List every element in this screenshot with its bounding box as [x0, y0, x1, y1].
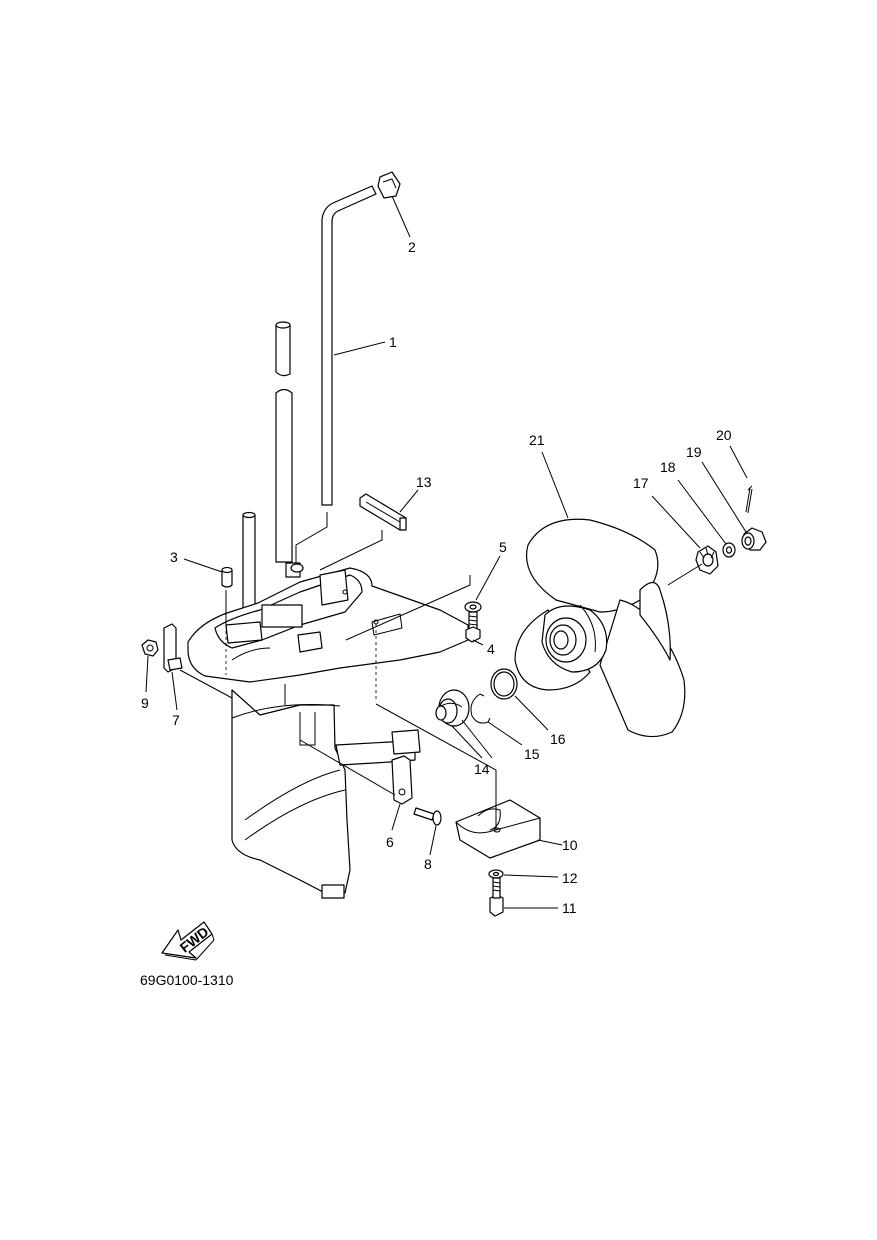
callout-19: 19 [686, 444, 702, 460]
callout-8: 8 [424, 856, 432, 872]
part-14-thrust-holder[interactable] [435, 689, 470, 727]
callout-16: 16 [550, 731, 566, 747]
callout-21: 21 [529, 432, 545, 448]
part-21-propeller[interactable] [514, 518, 686, 738]
fwd-arrow-icon: FWD [161, 921, 215, 961]
part-15-circlip[interactable] [470, 693, 491, 724]
drive-shaft [275, 321, 293, 563]
callout-13: 13 [416, 474, 432, 490]
callout-2: 2 [408, 239, 416, 255]
part-20-cotter-pin[interactable] [745, 485, 753, 514]
part-2-grommet[interactable] [377, 171, 401, 199]
callout-1: 1 [389, 334, 397, 350]
callout-7: 7 [172, 712, 180, 728]
callout-18: 18 [660, 459, 676, 475]
callout-17: 17 [633, 475, 649, 491]
part-16-o-ring[interactable] [490, 668, 518, 700]
part-9-nut[interactable] [141, 639, 159, 657]
part-10-anode[interactable] [455, 799, 541, 859]
callout-10: 10 [562, 837, 578, 853]
callout-3: 3 [170, 549, 178, 565]
diagram-code: 69G0100-1310 [140, 972, 234, 988]
leader-lines [145, 195, 748, 909]
part-17-spacer[interactable] [695, 545, 719, 575]
part-11-bolt[interactable] [489, 877, 504, 917]
part-18-washer[interactable] [722, 542, 736, 558]
lower-case-housing [187, 562, 469, 899]
part-4-bolt[interactable] [465, 611, 481, 643]
part-6-plate[interactable] [391, 755, 413, 805]
callout-9: 9 [141, 695, 149, 711]
part-8-screw[interactable] [413, 807, 442, 826]
callout-20: 20 [716, 427, 732, 443]
part-12-washer[interactable] [488, 869, 504, 879]
part-7-bracket[interactable] [163, 623, 183, 673]
callout-11: 11 [562, 900, 577, 916]
callout-6: 6 [386, 834, 394, 850]
callout-12: 12 [562, 870, 578, 886]
part-1-water-tube[interactable] [321, 185, 377, 506]
callout-15: 15 [524, 746, 540, 762]
callout-5: 5 [499, 539, 507, 555]
callout-14: 14 [474, 761, 490, 777]
part-3-dowel-pin[interactable] [221, 566, 233, 588]
part-13-grommet[interactable] [359, 493, 407, 531]
callout-4: 4 [487, 641, 495, 657]
part-19-propeller-nut[interactable] [741, 527, 767, 551]
part-5-washer[interactable] [464, 601, 482, 613]
callout-labels: 1 2 3 4 5 6 7 8 9 10 11 12 13 14 15 16 1… [141, 239, 732, 916]
